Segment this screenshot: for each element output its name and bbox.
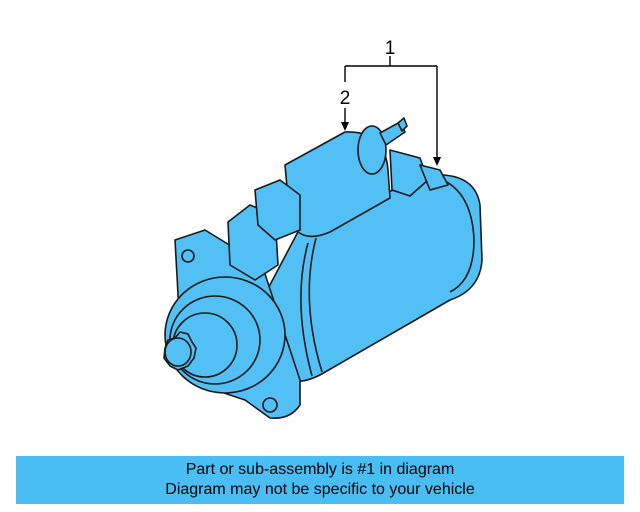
terminal-post xyxy=(379,121,406,146)
arrowhead-1 xyxy=(433,157,441,166)
callout-number-1: 1 xyxy=(385,38,396,59)
bolt-hole-top xyxy=(181,249,195,263)
housing-seam xyxy=(308,237,323,373)
callout-arrowheads xyxy=(341,122,441,166)
caption-bar: Part or sub-assembly is #1 in diagram Di… xyxy=(16,456,624,504)
callout-number-2: 2 xyxy=(340,88,351,109)
callout-leaders xyxy=(344,56,438,160)
terminal-stud xyxy=(397,117,408,132)
housing-end-cap xyxy=(437,177,475,293)
bracket-arm xyxy=(254,179,301,241)
starter-motor-illustration xyxy=(163,117,483,420)
caption-line-1: Part or sub-assembly is #1 in diagram xyxy=(185,461,455,478)
housing-seam-2 xyxy=(300,242,313,377)
terminal-tab xyxy=(389,149,429,197)
pinion-face xyxy=(164,337,192,367)
arrowhead-2 xyxy=(341,122,349,131)
bolt-hole-bottom xyxy=(262,397,278,413)
field-terminal xyxy=(419,164,449,191)
solenoid-end xyxy=(357,125,387,175)
caption-line-2: Diagram may not be specific to your vehi… xyxy=(165,481,475,498)
